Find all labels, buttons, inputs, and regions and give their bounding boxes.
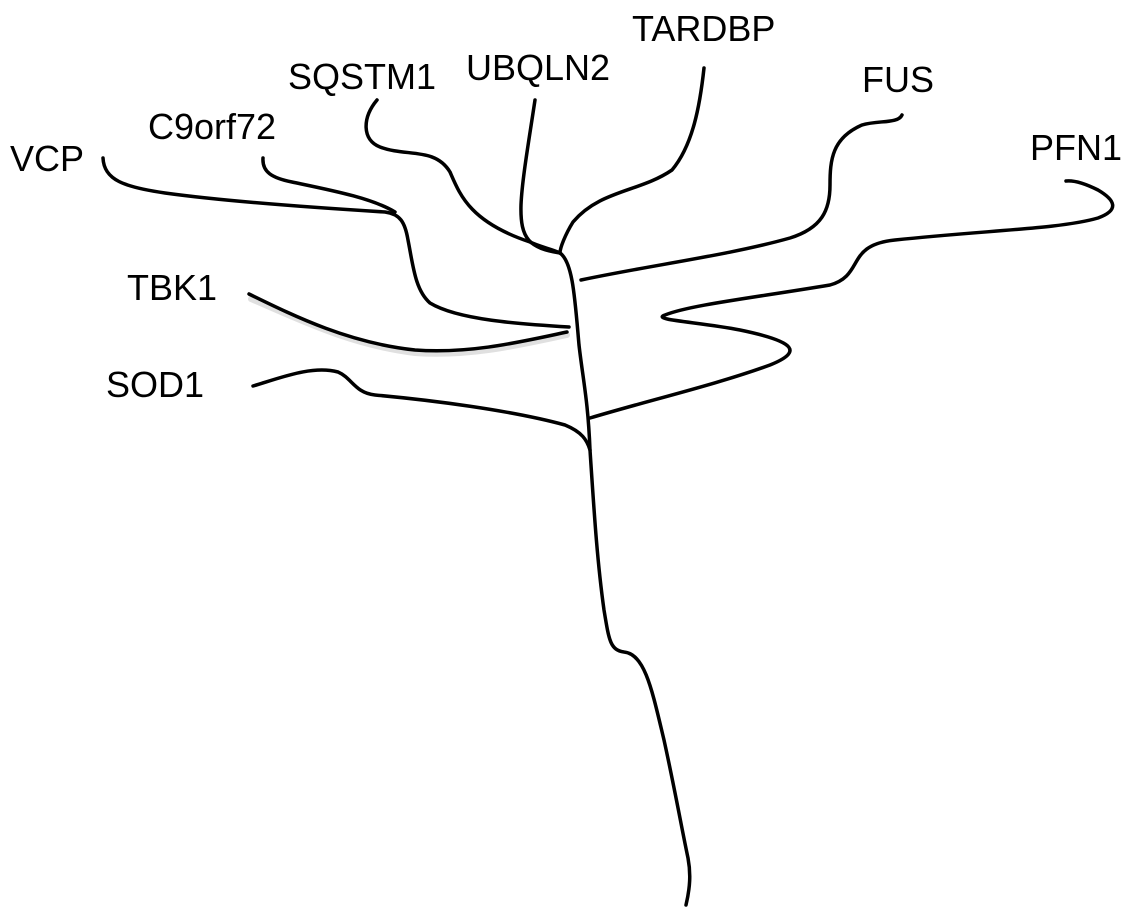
trunk-branch (558, 251, 692, 907)
tbk1-branch-shadow (248, 296, 570, 357)
gene-label-vcp: VCP (10, 138, 84, 179)
tardbp-branch (558, 66, 706, 255)
gene-label-sqstm1: SQSTM1 (288, 56, 436, 97)
vcp-branch (101, 156, 571, 329)
gene-label-tardbp: TARDBP (632, 8, 775, 49)
gene-label-ubqln2: UBQLN2 (466, 47, 610, 88)
gene-label-sod1: SOD1 (106, 364, 204, 405)
tbk1-branch (247, 292, 569, 353)
gene-label-c9orf72: C9orf72 (148, 106, 276, 147)
pfn1-branch (588, 179, 1115, 420)
ubqln2-branch (519, 98, 562, 255)
gene-label-fus: FUS (862, 59, 934, 100)
c9orf72-branch (261, 156, 397, 214)
sod1-branch (251, 368, 592, 452)
gene-label-pfn1: PFN1 (1030, 127, 1122, 168)
gene-label-tbk1: TBK1 (127, 267, 217, 308)
fus-branch (579, 113, 904, 282)
